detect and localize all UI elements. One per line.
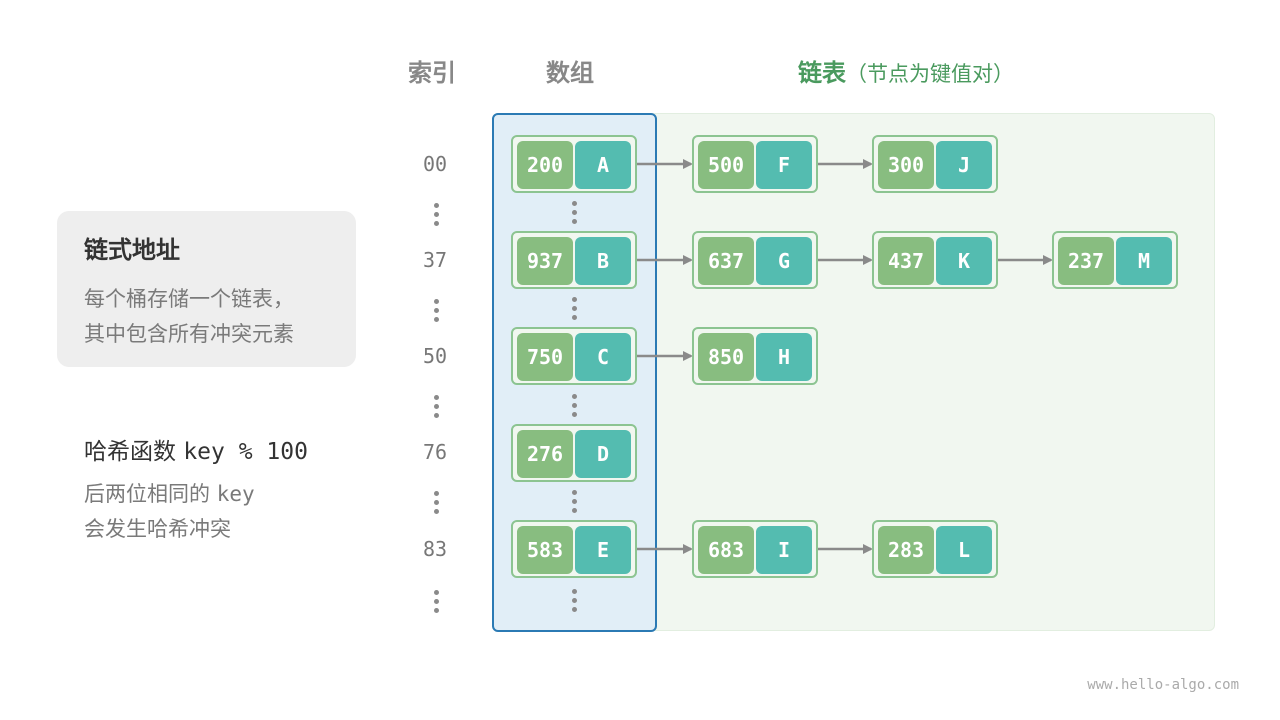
node-value: C xyxy=(575,333,631,381)
array-ellipsis xyxy=(571,201,577,228)
linked-list-title: 链表 xyxy=(798,59,846,87)
array-ellipsis xyxy=(571,297,577,324)
node-key: 437 xyxy=(878,237,934,285)
node-key: 583 xyxy=(517,526,573,574)
hash-note-line-2: 会发生哈希冲突 xyxy=(84,517,231,541)
node-key: 200 xyxy=(517,141,573,189)
hash-function-label: 哈希函数 key % 100 xyxy=(84,432,308,466)
hash-formula: key % 100 xyxy=(183,439,308,465)
node-value: H xyxy=(756,333,812,381)
node-value: I xyxy=(756,526,812,574)
node-key: 750 xyxy=(517,333,573,381)
node-key: 300 xyxy=(878,141,934,189)
bucket-index: 37 xyxy=(422,248,448,272)
hash-function-name: 哈希函数 xyxy=(84,439,176,465)
bucket-index: 50 xyxy=(422,344,448,368)
array-column-header: 数组 xyxy=(546,59,594,87)
info-box xyxy=(57,211,356,367)
hash-note-key: key xyxy=(216,482,255,506)
node-key: 850 xyxy=(698,333,754,381)
info-line-1: 每个桶存储一个链表， xyxy=(84,287,294,311)
node-key: 276 xyxy=(517,430,573,478)
node-value: A xyxy=(575,141,631,189)
bucket-index: 00 xyxy=(422,152,448,176)
node-value: M xyxy=(1116,237,1172,285)
node-value: B xyxy=(575,237,631,285)
bucket-index: 76 xyxy=(422,440,448,464)
bucket-index: 83 xyxy=(422,537,448,561)
node-value: D xyxy=(575,430,631,478)
node-key: 237 xyxy=(1058,237,1114,285)
watermark: www.hello-algo.com xyxy=(1087,677,1239,693)
index-ellipsis xyxy=(433,299,439,326)
node-key: 937 xyxy=(517,237,573,285)
hash-note-line-1: 后两位相同的 key xyxy=(84,478,255,508)
node-value: L xyxy=(936,526,992,574)
info-title: 链式地址 xyxy=(84,236,180,264)
index-ellipsis xyxy=(433,590,439,617)
node-key: 500 xyxy=(698,141,754,189)
node-value: F xyxy=(756,141,812,189)
node-value: E xyxy=(575,526,631,574)
array-ellipsis xyxy=(571,589,577,616)
linked-list-note: （节点为键值对） xyxy=(846,62,1014,86)
node-value: K xyxy=(936,237,992,285)
linked-list-column-header: 链表（节点为键值对） xyxy=(798,53,1014,88)
array-ellipsis xyxy=(571,490,577,517)
node-value: J xyxy=(936,141,992,189)
array-ellipsis xyxy=(571,394,577,421)
hash-note-text: 后两位相同的 xyxy=(84,482,210,506)
node-value: G xyxy=(756,237,812,285)
node-key: 683 xyxy=(698,526,754,574)
info-line-2: 其中包含所有冲突元素 xyxy=(84,322,294,346)
index-ellipsis xyxy=(433,203,439,230)
index-column-header: 索引 xyxy=(408,59,456,87)
index-ellipsis xyxy=(433,491,439,518)
node-key: 283 xyxy=(878,526,934,574)
index-ellipsis xyxy=(433,395,439,422)
node-key: 637 xyxy=(698,237,754,285)
